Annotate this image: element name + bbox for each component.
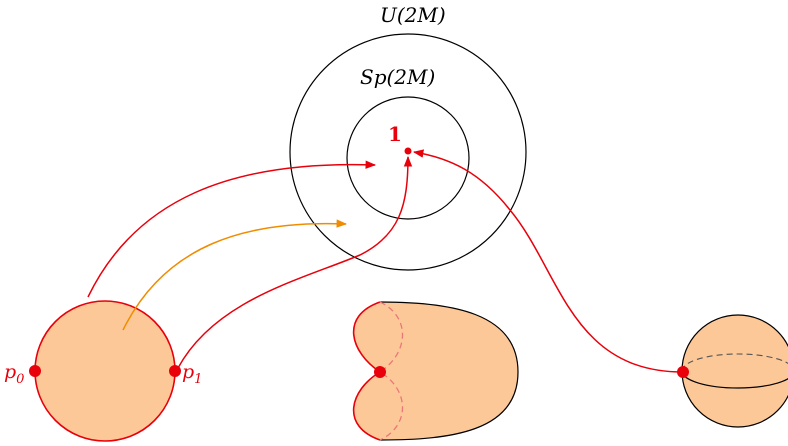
label-p1-sub: 1	[194, 372, 202, 387]
arrow-disk-to-outer	[122, 219, 348, 331]
arrow-p1-to-identity	[177, 155, 413, 369]
identity-label: 1	[388, 122, 402, 146]
pinch-point	[374, 366, 386, 378]
label-p1: p1	[182, 361, 202, 387]
outer-group-circle	[289, 33, 527, 271]
inner-group-label: Sp(2M)	[360, 65, 435, 89]
pinched-shape	[353, 302, 518, 440]
sphere-equator-front	[681, 370, 788, 389]
label-p1-base: p	[182, 361, 194, 383]
sphere-equator-back	[681, 353, 788, 372]
label-p0-base: p	[4, 361, 16, 383]
identity-point	[404, 147, 412, 155]
label-p0-sub: 0	[16, 372, 24, 387]
arrow-disk-to-inner	[87, 160, 377, 298]
disk-shape	[34, 300, 176, 442]
arrow-sphere-to-identity	[412, 149, 684, 373]
sphere-shape	[681, 314, 788, 428]
pinched-shape-outline	[379, 301, 519, 441]
point-p0	[29, 365, 41, 377]
inner-group-circle	[346, 96, 470, 220]
outer-group-label: U(2M)	[380, 3, 446, 27]
label-p0: p0	[4, 361, 24, 387]
